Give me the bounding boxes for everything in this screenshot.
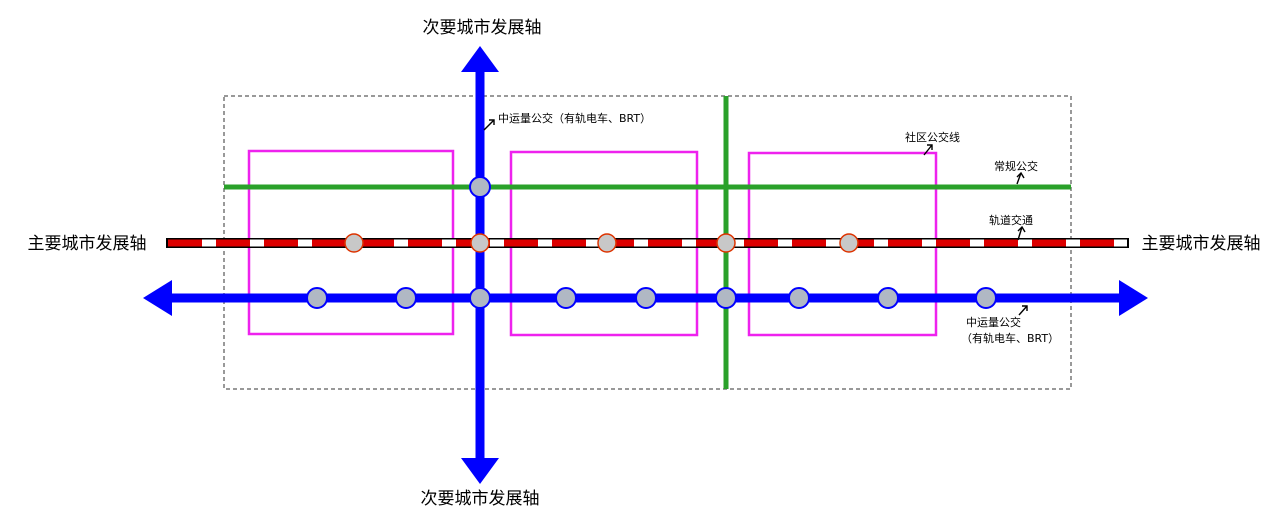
arrowhead-icon xyxy=(461,46,499,72)
transit-station xyxy=(555,287,577,309)
secondary-axis-top-label: 次要城市发展轴 xyxy=(423,18,542,38)
regular-bus-label: 常规公交 xyxy=(994,159,1038,173)
rail-station xyxy=(839,233,859,253)
medium-transit-vertical xyxy=(461,46,499,484)
arrowhead-icon xyxy=(461,458,499,484)
transit-station xyxy=(975,287,997,309)
rail-station xyxy=(470,233,490,253)
transit-station xyxy=(715,287,737,309)
rail-transit-line xyxy=(166,238,1129,248)
rail-station xyxy=(597,233,617,253)
arrowhead-icon xyxy=(1119,280,1148,316)
arrowhead-icon xyxy=(143,280,172,316)
transit-station xyxy=(395,287,417,309)
transit-station xyxy=(469,287,491,309)
primary-axis-left-label: 主要城市发展轴 xyxy=(28,234,147,254)
community-bus-label: 社区公交线 xyxy=(905,130,960,144)
rail-station xyxy=(716,233,736,253)
arrow-pointer-icon xyxy=(483,119,1028,316)
planning-boundary xyxy=(223,95,1072,390)
medium-transit-vertical-label: 中运量公交（有轨电车、BRT） xyxy=(498,111,651,125)
medium-transit-horizontal-label-line2: （有轨电车、BRT） xyxy=(961,331,1059,345)
secondary-axis-bottom-label: 次要城市发展轴 xyxy=(421,489,540,509)
rail-station xyxy=(344,233,364,253)
rail-stations xyxy=(344,233,859,253)
medium-transit-horizontal-label-line1: 中运量公交 xyxy=(966,315,1021,329)
transit-station xyxy=(306,287,328,309)
transit-station xyxy=(877,287,899,309)
transit-station xyxy=(469,176,491,198)
transit-station xyxy=(788,287,810,309)
transit-station xyxy=(635,287,657,309)
primary-axis-right-label: 主要城市发展轴 xyxy=(1142,234,1261,254)
rail-transit-label: 轨道交通 xyxy=(989,213,1033,227)
medium-transit-stations xyxy=(306,176,997,309)
